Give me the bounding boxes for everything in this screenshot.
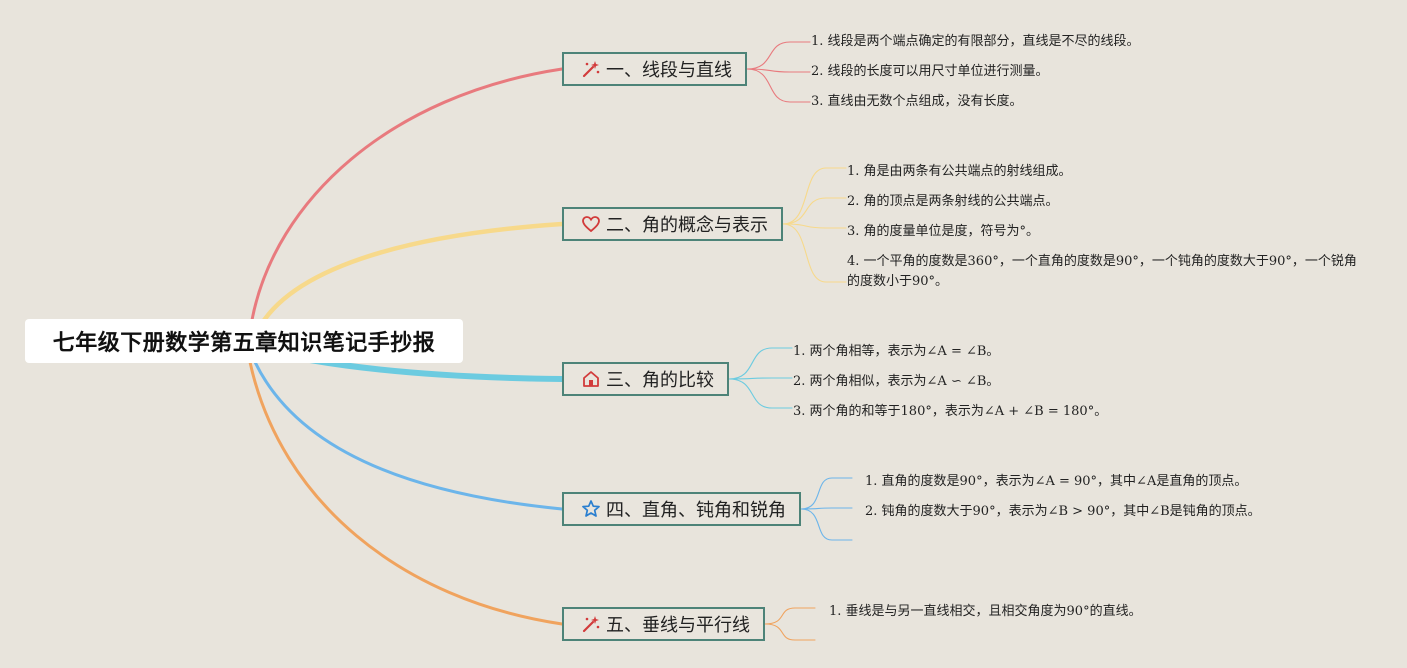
note-connector: [746, 68, 811, 103]
note-item: 4. 一个平角的度数是360°，一个直角的度数是90°，一个钝角的度数大于90°…: [847, 254, 1357, 289]
branch-connector: [248, 360, 564, 626]
note-connector: [800, 477, 853, 510]
topic-label: 一、线段与直线: [606, 60, 732, 81]
topic-label: 二、角的概念与表示: [606, 215, 768, 236]
note-connector: [728, 347, 793, 380]
note-item: 1. 两个角相等，表示为∠A = ∠B。: [793, 344, 1000, 359]
topic-perpendicular-parallel[interactable]: 五、垂线与平行线: [562, 607, 765, 641]
sparkle-wand-icon: [580, 58, 602, 80]
note-item: 2. 钝角的度数大于90°，表示为∠B > 90°，其中∠B是钝角的顶点。: [865, 504, 1261, 519]
note-connector: [782, 197, 847, 225]
note-item: 1. 线段是两个端点确定的有限部分，直线是不尽的线段。: [811, 34, 1140, 49]
note-connector: [782, 223, 847, 283]
note-item: 3. 角的度量单位是度，符号为°。: [847, 224, 1040, 239]
branch-connector: [255, 221, 565, 333]
star-icon: [580, 498, 602, 520]
note-connector: [746, 68, 811, 73]
topic-angle-types[interactable]: 四、直角、钝角和锐角: [562, 492, 801, 526]
central-topic[interactable]: 七年级下册数学第五章知识笔记手抄报: [25, 319, 463, 363]
topic-angle-concept[interactable]: 二、角的概念与表示: [562, 207, 783, 241]
heart-icon: [580, 213, 602, 235]
house-icon: [580, 368, 602, 390]
note-item: 2. 两个角相似，表示为∠A ∽ ∠B。: [793, 374, 1000, 389]
note-item: 2. 角的顶点是两条射线的公共端点。: [847, 194, 1059, 209]
note-item: 2. 线段的长度可以用尺寸单位进行测量。: [811, 64, 1049, 79]
note-connector: [764, 623, 816, 641]
topic-label: 四、直角、钝角和锐角: [606, 500, 786, 521]
topic-segments-and-lines[interactable]: 一、线段与直线: [562, 52, 747, 86]
topic-label: 五、垂线与平行线: [606, 615, 750, 636]
note-connector: [728, 377, 793, 380]
note-connector: [800, 507, 853, 510]
branch-connector: [250, 67, 564, 322]
note-connector: [800, 508, 853, 541]
topic-angle-comparison[interactable]: 三、角的比较: [562, 362, 729, 396]
note-item: 3. 直线由无数个点组成，没有长度。: [811, 94, 1023, 109]
branch-connector: [307, 357, 565, 382]
branch-connector: [253, 360, 564, 511]
note-connector: [728, 378, 793, 409]
note-item: 1. 直角的度数是90°，表示为∠A = 90°，其中∠A是直角的顶点。: [865, 474, 1248, 489]
note-item: 1. 角是由两条有公共端点的射线组成。: [847, 164, 1072, 179]
note-connector: [746, 41, 811, 70]
note-connector: [764, 607, 816, 625]
note-connector: [782, 223, 847, 229]
topic-label: 三、角的比较: [606, 370, 714, 391]
note-item: 3. 两个角的和等于180°，表示为∠A + ∠B = 180°。: [793, 404, 1108, 419]
sparkle-wand-icon: [580, 613, 602, 635]
note-item: 1. 垂线是与另一直线相交，且相交角度为90°的直线。: [829, 604, 1142, 619]
note-connector: [782, 167, 847, 225]
